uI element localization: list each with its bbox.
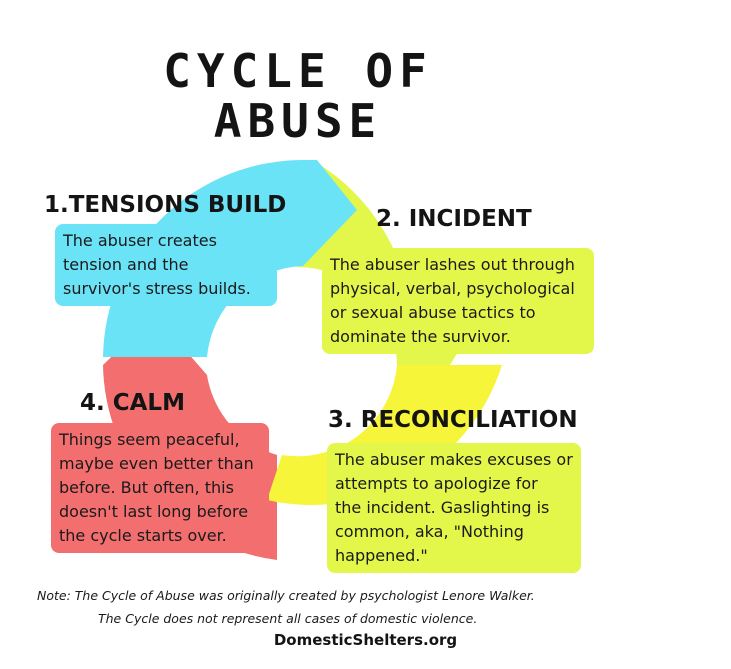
stage-1-heading: 1.TENSIONS BUILD <box>44 192 287 218</box>
segment-reconciliation <box>267 365 502 505</box>
stage-4-line: doesn't last long before <box>59 502 249 521</box>
stage-1-line: The abuser creates <box>63 231 217 250</box>
stage-2-heading: 2. INCIDENT <box>376 206 532 232</box>
stage-1-line: tension and the <box>63 255 189 274</box>
attribution-note-line-2: The Cycle does not represent all cases o… <box>98 611 478 626</box>
stage-2-line: The abuser lashes out through <box>330 255 575 274</box>
title-line-2: ABUSE <box>213 94 383 148</box>
attribution-note-line-1: Note: The Cycle of Abuse was originally … <box>37 588 535 603</box>
stage-3-line: the incident. Gaslighting is <box>335 498 550 517</box>
stage-4-line: before. But often, this <box>59 478 234 497</box>
stage-4-line: the cycle starts over. <box>59 526 227 545</box>
stage-1-line: survivor's stress builds. <box>63 279 251 298</box>
stage-3-line: The abuser makes excuses or <box>335 450 573 469</box>
stage-1-description: The abuser creates tension and the survi… <box>55 224 277 306</box>
stage-3-line: common, aka, "Nothing <box>335 522 524 541</box>
diagram-title: CYCLE OF ABUSE <box>118 46 478 146</box>
stage-2-line: physical, verbal, psychological <box>330 279 575 298</box>
stage-3-line: attempts to apologize for <box>335 474 538 493</box>
stage-3-description: The abuser makes excuses or attempts to … <box>327 443 581 573</box>
title-line-1: CYCLE OF <box>163 44 433 98</box>
stage-4-heading: 4. CALM <box>80 390 185 416</box>
stage-4-line: maybe even better than <box>59 454 254 473</box>
stage-4-line: Things seem peaceful, <box>59 430 240 449</box>
stage-4-description: Things seem peaceful, maybe even better … <box>51 423 269 553</box>
stage-2-line: dominate the survivor. <box>330 327 511 346</box>
stage-2-description: The abuser lashes out through physical, … <box>322 248 594 354</box>
source-link[interactable]: DomesticShelters.org <box>273 631 458 649</box>
stage-3-heading: 3. RECONCILIATION <box>328 407 578 433</box>
stage-2-line: or sexual abuse tactics to <box>330 303 536 322</box>
stage-3-line: happened." <box>335 546 428 565</box>
